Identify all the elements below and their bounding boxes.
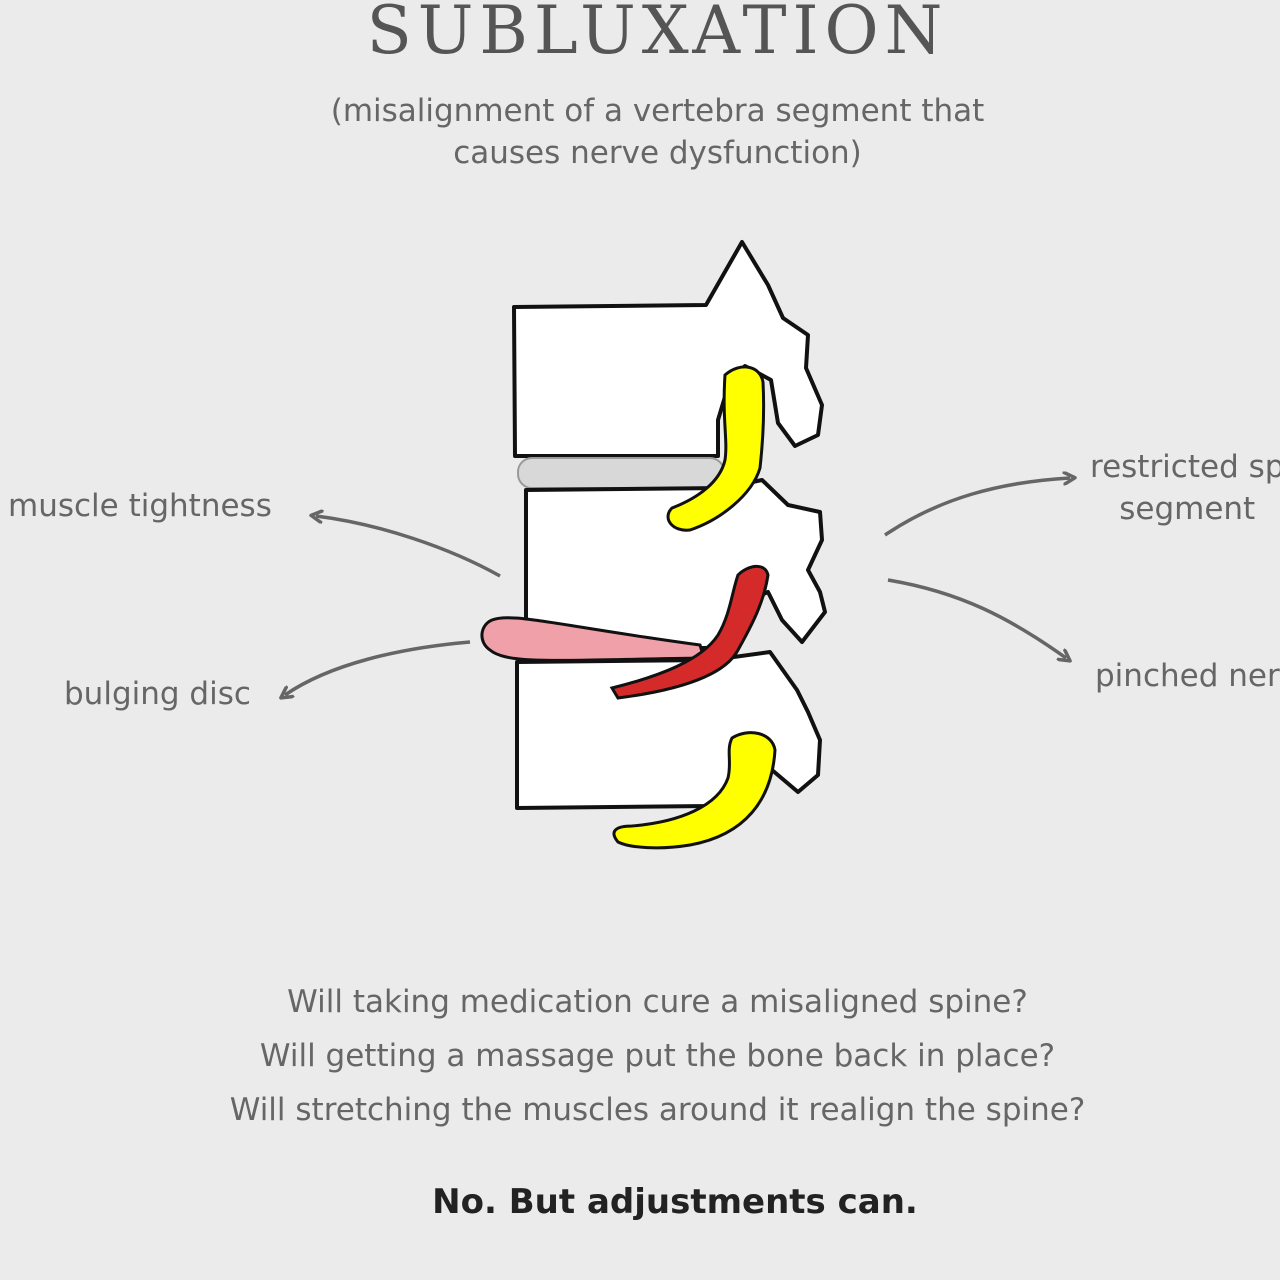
arrow-muscle-tightness [316, 516, 501, 578]
arrow-bulging-disc [285, 640, 471, 695]
lower-nerve [612, 731, 777, 850]
label-restricted-line-2: segment [1119, 491, 1256, 527]
normal-disc [517, 457, 725, 489]
label-bulging-disc: bulging disc [64, 676, 251, 712]
label-muscle-tightness: muscle tightness [8, 488, 272, 524]
question-1: Will taking medication cure a misaligned… [287, 984, 1028, 1020]
upper-nerve [666, 365, 766, 532]
question-3: Will stretching the muscles around it re… [229, 1092, 1086, 1128]
label-restricted-segment: restricted sp segment [1090, 446, 1280, 530]
label-pinched-nerve: pinched ner [1095, 658, 1280, 694]
upper-vertebra [512, 240, 824, 458]
subtitle-line-1: (misalignment of a vertebra segment that [330, 93, 985, 129]
arrow-pinched-nerve [887, 578, 1066, 658]
answer: No. But adjustments can. [432, 1182, 918, 1222]
bulging-disc [480, 616, 707, 662]
arrow-restricted-segment [884, 478, 1070, 537]
page-title: SUBLUXATION [366, 0, 949, 69]
label-restricted-line-1: restricted sp [1090, 449, 1280, 485]
pinched-nerve [609, 564, 770, 700]
question-2: Will getting a massage put the bone back… [259, 1038, 1056, 1074]
questions: Will taking medication cure a misaligned… [0, 975, 1280, 1137]
subtitle: (misalignment of a vertebra segment that… [0, 90, 1280, 174]
subtitle-line-2: causes nerve dysfunction) [453, 135, 862, 171]
